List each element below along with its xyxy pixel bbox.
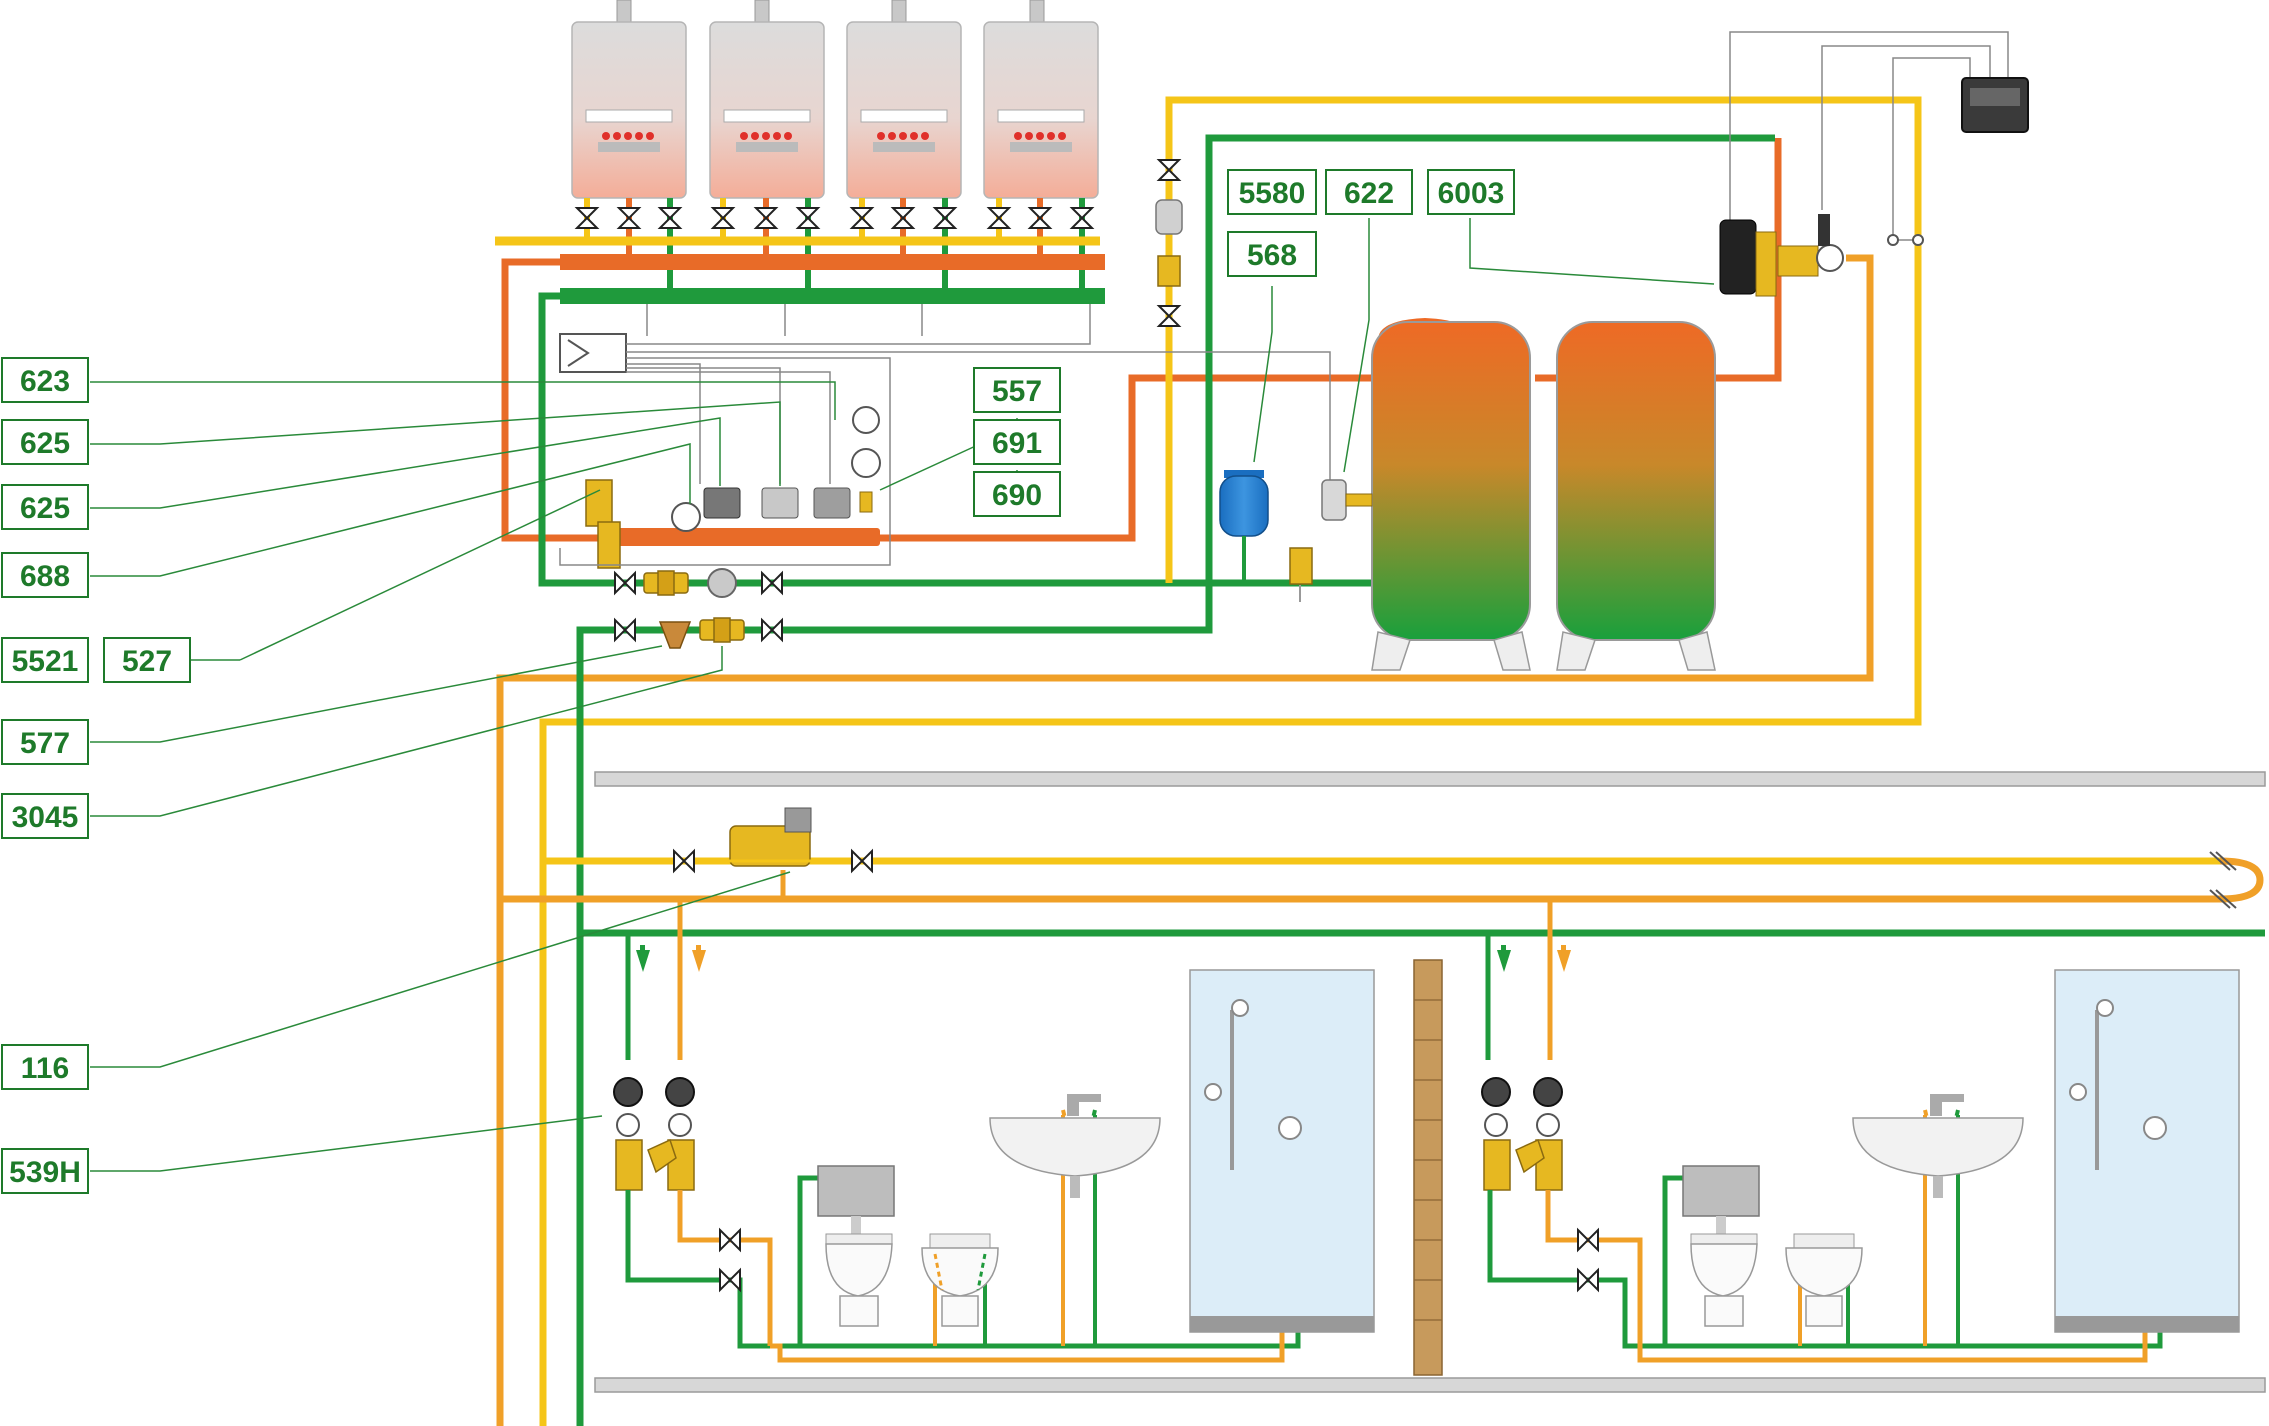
label-5580: 5580	[1227, 169, 1317, 215]
label-5521: 5521	[1, 637, 89, 683]
label-527-text: 527	[122, 645, 172, 678]
shower-icon	[2054, 969, 2240, 1333]
label-116: 116	[1, 1044, 89, 1090]
ball-valve-icon	[576, 207, 1093, 229]
return-header	[560, 288, 1105, 304]
expansion-vessel-icon	[1219, 470, 1269, 583]
storage-tank-icon	[1556, 321, 1716, 671]
leader-lines	[90, 218, 1715, 1172]
storage-tank-icon	[1371, 318, 1531, 671]
recirculation-pipe	[1205, 134, 1775, 625]
boiler-icon	[983, 0, 1099, 199]
circulating-pump-icon	[707, 568, 737, 598]
thermostatic-mixing-valve-icon	[1481, 1077, 1563, 1191]
label-577-text: 577	[20, 727, 70, 760]
flow-arrow-down-icon	[636, 950, 650, 972]
washbasin-icon	[1852, 1094, 2024, 1198]
bathroom-left	[613, 899, 1375, 1363]
boiler-icon	[846, 0, 962, 199]
flow-arrow-down-icon	[1497, 950, 1511, 972]
washbasin-icon	[989, 1094, 1161, 1198]
primary-return-pipe	[538, 292, 1372, 587]
shower-icon	[1189, 969, 1375, 1333]
label-623: 623	[1, 357, 89, 403]
label-539H-text: 539H	[9, 1156, 81, 1189]
toilet-icon	[817, 1165, 895, 1327]
thermostatic-mixing-valve-icon	[613, 1077, 695, 1191]
control-wiring	[559, 31, 2009, 566]
controller-icon	[1961, 77, 2029, 133]
temperature-probe-icon	[1321, 479, 1347, 521]
label-622-text: 622	[1344, 177, 1394, 210]
label-688-text: 688	[20, 560, 70, 593]
boiler-icon	[709, 0, 825, 199]
primary-return-components	[614, 568, 783, 598]
label-625-a: 625	[1, 419, 89, 465]
bidet-icon	[921, 1233, 999, 1327]
boiler-bank	[571, 0, 1099, 199]
floor-slab-bottom	[594, 1377, 2266, 1393]
label-688: 688	[1, 552, 89, 598]
label-690: 690	[973, 471, 1061, 517]
recirculation-riser	[576, 625, 1213, 1426]
cold-riser-components	[1155, 159, 1183, 327]
label-3045-text: 3045	[12, 801, 79, 834]
bathroom-right	[1481, 899, 2240, 1363]
controller-icon	[559, 333, 627, 373]
boiler-icon	[571, 0, 687, 199]
toilet-icon	[1682, 1165, 1760, 1327]
label-6003: 6003	[1427, 169, 1515, 215]
hot-water-pipe	[496, 254, 1874, 1426]
cold-inlet-components	[614, 617, 783, 649]
label-557: 557	[973, 367, 1061, 413]
label-568: 568	[1227, 231, 1317, 277]
label-690-text: 690	[992, 479, 1042, 512]
bidet-icon	[1785, 1233, 1863, 1327]
boiler-connections	[584, 198, 1085, 296]
manifold-accessories	[585, 406, 881, 569]
label-622: 622	[1325, 169, 1413, 215]
strainer-icon	[658, 621, 692, 649]
label-5580-text: 5580	[1239, 177, 1306, 210]
label-625-a-text: 625	[20, 427, 70, 460]
label-116-text: 116	[21, 1052, 69, 1085]
label-3045: 3045	[1, 793, 89, 839]
label-557-text: 557	[992, 375, 1042, 408]
flow-arrow-down-icon	[692, 950, 706, 972]
floor-slab-top	[594, 771, 2266, 787]
label-577: 577	[1, 719, 89, 765]
label-568-text: 568	[1247, 239, 1297, 272]
flow-arrow-down-icon	[1557, 950, 1571, 972]
thermostatic-mixing-valve-icon	[1719, 214, 1844, 297]
label-691-text: 691	[992, 427, 1042, 460]
label-6003-text: 6003	[1438, 177, 1505, 210]
label-527: 527	[103, 637, 191, 683]
primary-manifold	[610, 528, 880, 546]
label-625-b-text: 625	[20, 492, 70, 525]
label-691: 691	[973, 419, 1061, 465]
label-625-b: 625	[1, 484, 89, 530]
label-539H: 539H	[1, 1148, 89, 1194]
label-5521-text: 5521	[12, 645, 79, 678]
brick-wall	[1413, 959, 1443, 1376]
flow-header	[560, 254, 1105, 270]
label-623-text: 623	[20, 365, 70, 398]
riser-valve-group	[673, 807, 873, 899]
thermostatic-mixing-valve-icon	[729, 825, 811, 867]
